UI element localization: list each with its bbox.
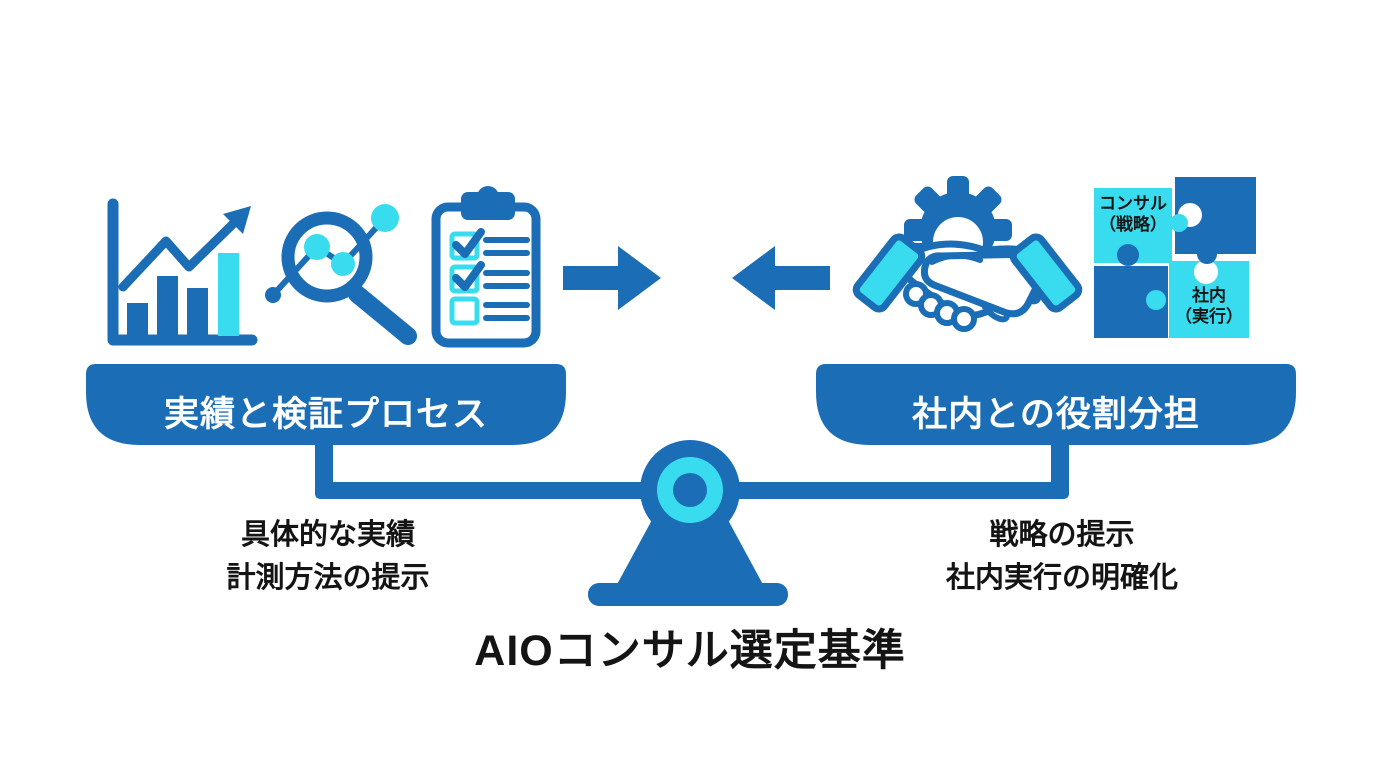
bar-chart-icon — [107, 198, 258, 346]
puzzle-consultant-line2: （戦略） — [1099, 215, 1167, 234]
scale-base-bar — [588, 583, 788, 606]
puzzle-consultant-label: コンサル （戦略） — [1094, 193, 1172, 235]
right-criteria-line1: 戦略の提示 — [989, 519, 1135, 551]
arrow-left-icon — [732, 246, 830, 310]
puzzle-internal-label: 社内 （実行） — [1169, 285, 1249, 327]
puzzle-pieces-icon — [1094, 177, 1256, 338]
right-pan-label: 社内との役割分担 — [912, 395, 1200, 434]
left-pan-bowl — [86, 364, 566, 445]
puzzle-internal-line2: （実行） — [1175, 307, 1243, 326]
right-criteria-text: 戦略の提示 社内実行の明確化 — [902, 514, 1222, 600]
magnifier-analytics-icon — [265, 204, 417, 345]
checklist-clipboard-icon — [431, 186, 541, 348]
left-criteria-line1: 具体的な実績 — [240, 519, 415, 551]
puzzle-internal-line1: 社内 — [1192, 286, 1226, 305]
handshake-gear-icon — [852, 176, 1083, 332]
left-pan-stem — [315, 440, 333, 492]
right-criteria-line2: 社内実行の明確化 — [945, 562, 1178, 594]
right-pan-stem — [1051, 440, 1069, 492]
page-title: AIOコンサル選定基準 — [474, 627, 906, 675]
balance-scale-frame — [86, 364, 1296, 606]
right-pan-bowl — [816, 364, 1296, 445]
puzzle-consultant-line1: コンサル — [1099, 194, 1167, 213]
pivot-core — [673, 473, 707, 507]
arrow-right-icon — [563, 246, 661, 310]
left-criteria-text: 具体的な実績 計測方法の提示 — [168, 514, 488, 600]
scale-base-triangle — [614, 507, 766, 590]
left-criteria-line2: 計測方法の提示 — [226, 562, 430, 594]
left-pan-label: 実績と検証プロセス — [163, 395, 488, 434]
